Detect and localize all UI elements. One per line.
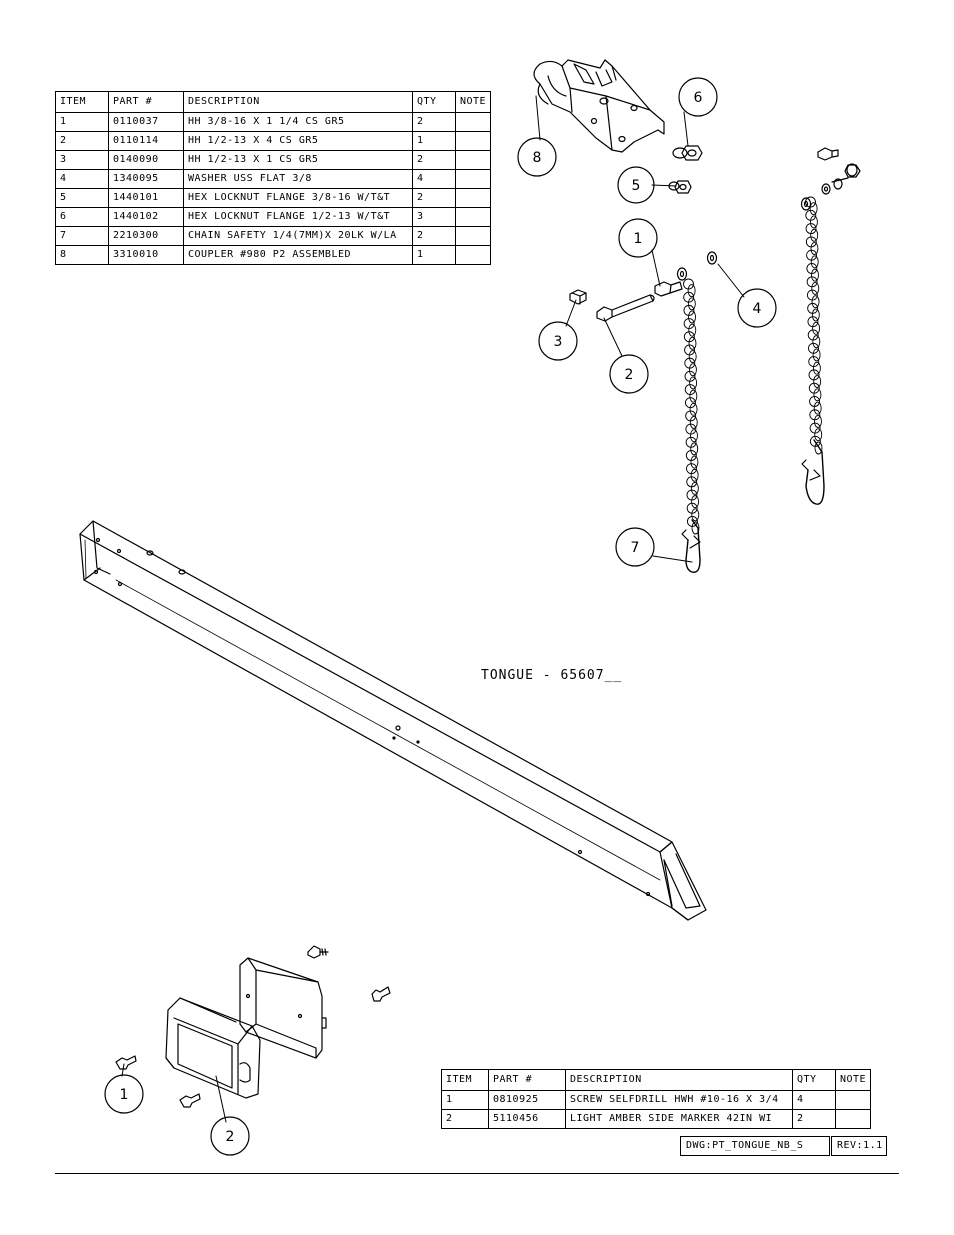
callout-3: 3: [538, 321, 578, 361]
chain-link: [688, 310, 696, 324]
chain-link: [810, 228, 819, 242]
callout-2-top: 2: [609, 354, 649, 394]
chain-link: [691, 495, 700, 509]
callout-1-label: 1: [634, 231, 643, 247]
chain-link: [811, 308, 820, 322]
chain-link: [811, 281, 820, 295]
chain-link: [691, 521, 700, 535]
callout-6-label: 6: [694, 90, 703, 106]
chain-link: [690, 429, 698, 443]
cell-note: [834, 1109, 872, 1129]
callout-7: 7: [615, 527, 655, 567]
header-note: NOTE: [454, 91, 492, 113]
chain-link: [813, 388, 822, 402]
chain-link: [814, 428, 823, 442]
chain-link: [812, 321, 821, 335]
chain-link: [811, 295, 820, 309]
callout-1-top: 1: [618, 218, 658, 258]
chain-link: [689, 416, 698, 429]
chain-link: [814, 441, 823, 455]
washer-drawing: [676, 251, 718, 281]
chain-link: [688, 350, 697, 363]
chain-link: [687, 284, 696, 298]
chain-link: [690, 481, 699, 495]
callout-1-bottom-label: 1: [120, 1087, 129, 1103]
assembly-label: TONGUE - 65607__: [481, 668, 622, 683]
callout-2-bottom-label: 2: [226, 1129, 235, 1145]
chain-link: [690, 455, 699, 469]
callout-6: 6: [678, 77, 718, 117]
callout-4-label: 4: [753, 301, 762, 317]
chain-link: [813, 375, 822, 388]
callout-8: 8: [517, 137, 557, 177]
locknut-3-8-drawing: [668, 180, 692, 194]
chain-link: [809, 202, 818, 216]
chain-link: [814, 414, 822, 428]
callout-5: 5: [617, 166, 655, 204]
callout-5-label: 5: [632, 178, 641, 194]
chain-link: [812, 348, 821, 362]
chain-link: [690, 442, 699, 456]
self-drill-screw-3-drawing: [115, 1055, 137, 1070]
bolt-3-8-drawing: [654, 281, 683, 297]
chain-link: [689, 376, 698, 390]
callout-2-label: 2: [625, 367, 634, 383]
chain-link: [810, 255, 819, 269]
callout-3-label: 3: [554, 334, 563, 350]
footer-rule: [55, 1173, 899, 1174]
tongue-beam-drawing: [79, 520, 707, 921]
cell-qty: 1: [412, 245, 456, 265]
chain-link: [691, 508, 700, 522]
bolt-half-inch-long-drawing: [596, 294, 655, 322]
chain-hardware-right-drawing: [800, 147, 861, 211]
chain-link: [809, 215, 818, 229]
cell-description: COUPLER #980 P2 ASSEMBLED: [183, 245, 413, 265]
callout-4: 4: [737, 288, 777, 328]
safety-chain-left-drawing: [681, 278, 701, 573]
callout-7-label: 7: [631, 540, 640, 556]
bolt-half-inch-short-drawing: [569, 289, 587, 305]
side-marker-light-front-drawing: [165, 997, 261, 1099]
callout-1-bottom: 1: [104, 1074, 144, 1114]
chain-link: [812, 335, 821, 349]
self-drill-screw-4-drawing: [179, 1093, 201, 1108]
drawing-number: DWG:PT_TONGUE_NB_S: [680, 1136, 830, 1156]
chain-link: [811, 268, 819, 282]
chain-link: [813, 401, 822, 415]
self-drill-screw-1-drawing: [307, 945, 329, 959]
self-drill-screw-2-drawing: [371, 986, 391, 1002]
safety-chain-right-drawing: [801, 196, 825, 505]
locknut-half-inch-drawing: [672, 145, 703, 161]
chain-link: [812, 361, 821, 375]
chain-link: [810, 242, 819, 255]
coupler-drawing: [533, 59, 665, 153]
chain-link: [688, 323, 697, 337]
side-marker-light-back-drawing: [239, 957, 327, 1059]
callout-leaders: [121, 95, 745, 1123]
callout-2-bottom: 2: [210, 1116, 250, 1156]
chain-link: [688, 336, 697, 350]
chain-link: [688, 363, 697, 377]
table-header-row: ITEM PART # DESCRIPTION QTY NOTE: [55, 91, 492, 113]
chain-link: [689, 402, 698, 416]
callout-8-label: 8: [533, 150, 542, 166]
chain-link: [690, 468, 699, 482]
chain-link: [687, 297, 696, 311]
cell-note: [454, 245, 492, 265]
revision-number: REV:1.1: [831, 1136, 887, 1156]
chain-link: [689, 389, 698, 403]
